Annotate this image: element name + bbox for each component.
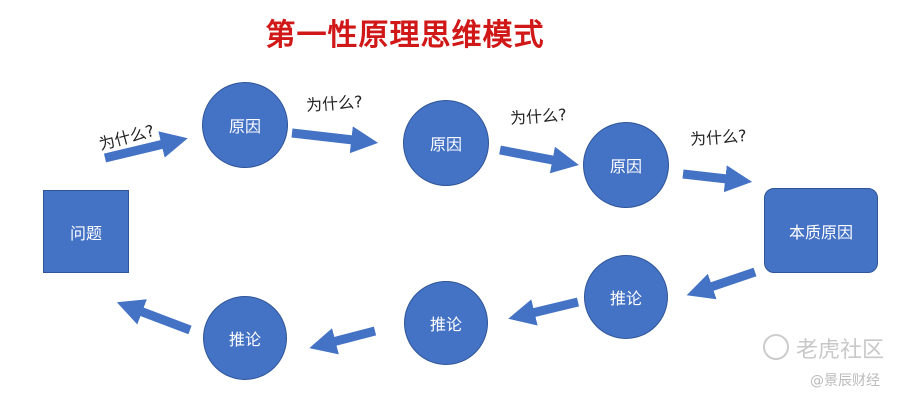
cause-node-3: 原因 xyxy=(583,122,669,208)
watermark-brand: 老虎社区 xyxy=(796,338,885,363)
diagram-title: 第一性原理思维模式 xyxy=(265,18,545,53)
watermark-author: @景辰财经 xyxy=(810,373,880,389)
arrow-infer1-to-infer2 xyxy=(508,297,580,326)
cause-node-2: 原因 xyxy=(403,100,489,186)
why-label-2: 为什么? xyxy=(305,92,364,115)
problem-node: 问题 xyxy=(43,190,129,273)
arrow-cause1-to-cause2 xyxy=(291,126,379,154)
inference-node-2: 推论 xyxy=(404,281,488,365)
arrow-infer3-to-problem xyxy=(116,299,192,335)
arrow-infer2-to-infer3 xyxy=(309,326,377,355)
watermark-logo-icon xyxy=(763,334,789,360)
why-label-4: 为什么? xyxy=(689,126,748,149)
cause-node-1: 原因 xyxy=(202,82,288,168)
inference-node-1: 推论 xyxy=(584,255,668,339)
inference-node-3: 推论 xyxy=(203,296,287,380)
arrow-root-to-infer1 xyxy=(686,267,757,300)
arrow-cause3-to-root xyxy=(682,165,753,193)
root-cause-node: 本质原因 xyxy=(764,188,878,273)
arrow-problem-to-cause1 xyxy=(103,131,188,163)
why-label-3: 为什么? xyxy=(509,105,568,128)
arrow-cause2-to-cause3 xyxy=(499,145,579,174)
